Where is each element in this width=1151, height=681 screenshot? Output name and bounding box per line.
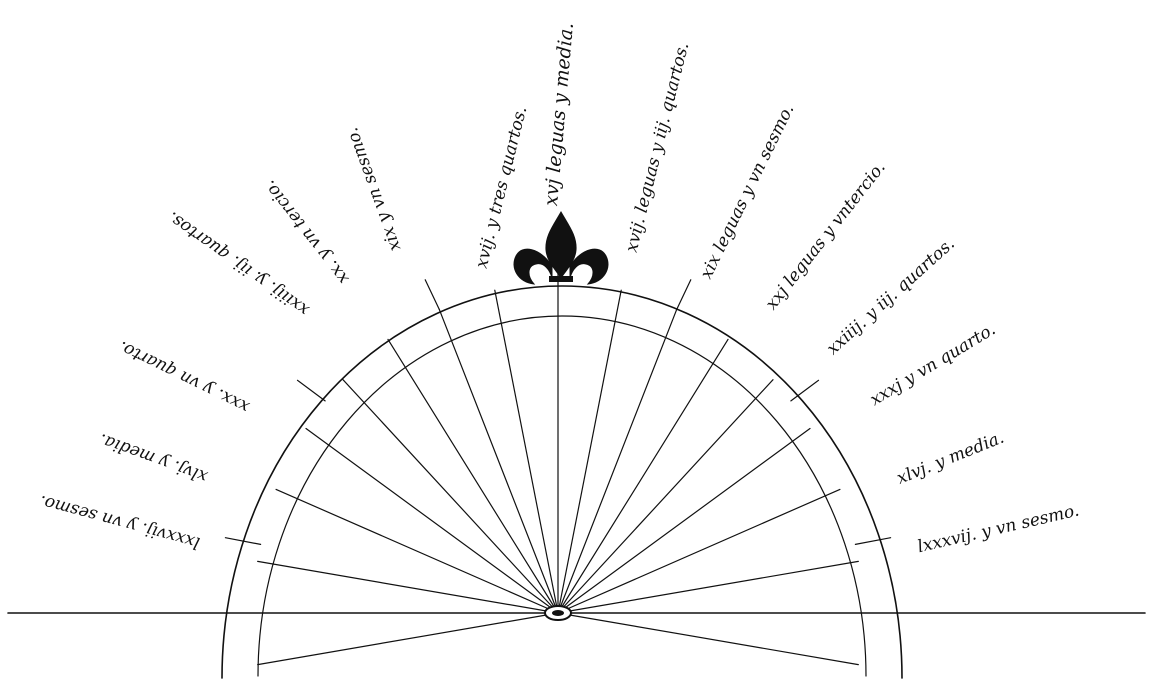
rim-divider — [298, 380, 326, 401]
label-left-1: lxxxvij. y vn sesmo. — [37, 491, 202, 553]
rhumb-ray — [558, 309, 677, 613]
label-left-3: xxx. y vn quarto. — [115, 336, 252, 417]
fleur-de-lis-icon — [514, 212, 608, 284]
rhumb-ray — [439, 309, 558, 613]
rim-divider — [425, 280, 439, 309]
rhumb-ray — [558, 429, 810, 614]
label-left-7: xvij. y tres quartos. — [472, 104, 532, 270]
rhumb-ray — [306, 429, 558, 614]
rim-divider — [855, 538, 890, 545]
rhumb-ray — [258, 613, 558, 665]
rhumb-ray — [388, 339, 558, 613]
label-right-6: xlvj. y media. — [894, 428, 1007, 489]
rhumb-ray — [558, 613, 858, 665]
label-right-5: xxxj y vn quarto. — [867, 320, 1000, 411]
rhumb-ray — [558, 561, 858, 613]
label-right-2: xix leguas y vn sesmo. — [697, 101, 799, 282]
rhumb-ray — [558, 339, 728, 613]
rhumb-ray — [495, 290, 558, 613]
label-left-5: xx. y vn tercio. — [260, 176, 353, 288]
rhumb-ray — [343, 380, 558, 613]
inner-rim-arc — [258, 316, 866, 676]
rhumb-ray — [276, 489, 558, 613]
rim-divider — [791, 380, 819, 401]
compass-pivot-icon — [545, 606, 571, 620]
distance-labels: lxxxvij. y vn sesmo. xlvj. y media. xxx.… — [37, 22, 1081, 557]
rhumb-ray — [558, 380, 773, 613]
label-right-7: lxxxvij. y vn sesmo. — [916, 501, 1082, 558]
rhumb-ray — [258, 561, 558, 613]
label-top: xvj leguas y media. — [540, 22, 578, 207]
rhumb-ray — [558, 290, 621, 613]
rhumb-ray — [558, 489, 840, 613]
label-left-6: xix y vn sesmo. — [342, 125, 405, 254]
label-right-4: xxiiij. y iij. quartos. — [823, 234, 959, 359]
label-right-3: xxj leguas y vntercio. — [762, 158, 890, 314]
label-left-2: xlvj. y media. — [96, 429, 210, 487]
label-right-1: xvij. leguas y iij. quartos. — [622, 40, 694, 254]
rim-divider — [677, 280, 691, 309]
